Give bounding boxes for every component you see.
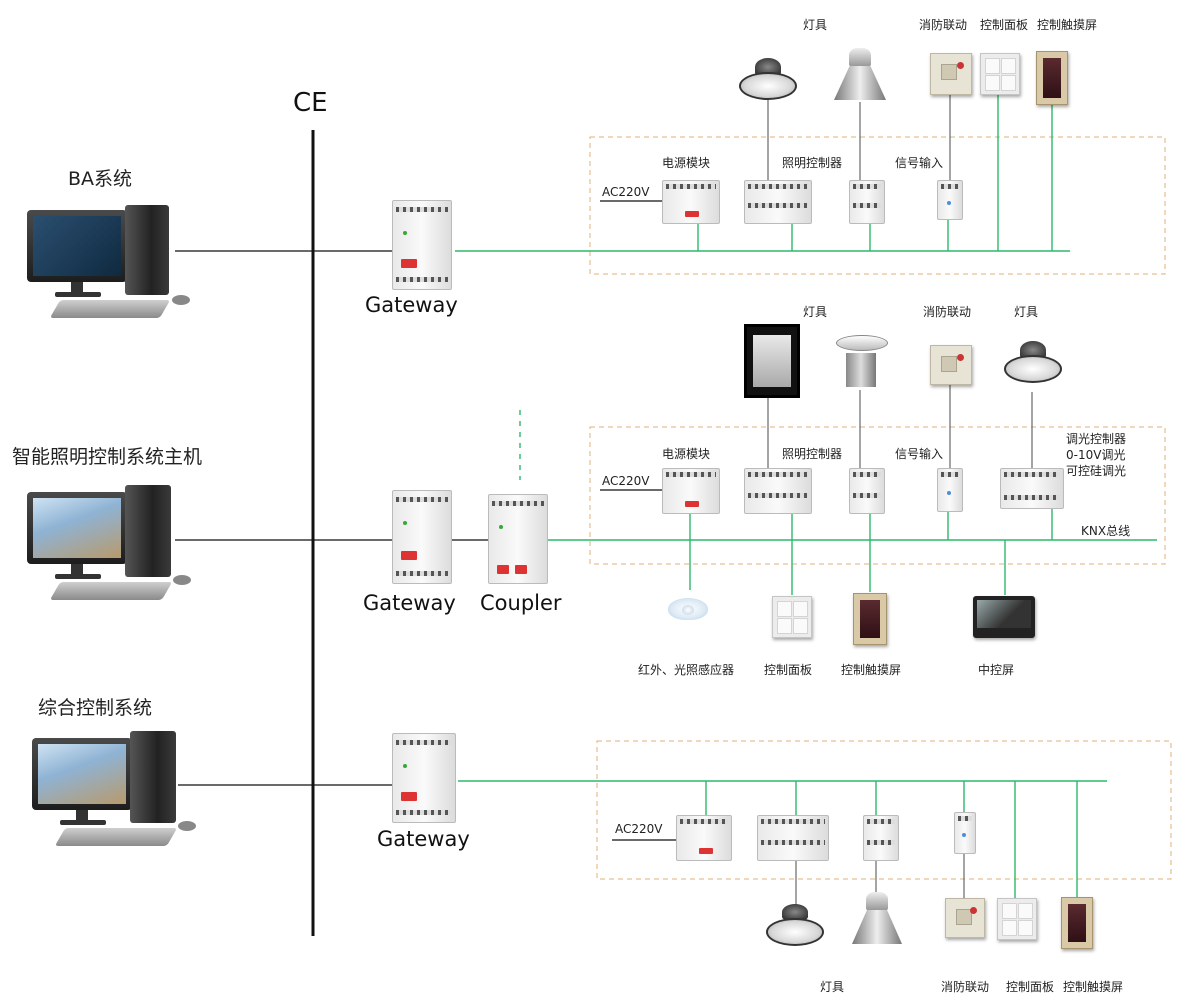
top-bell-lamp (834, 48, 886, 102)
bottom-power-module (676, 815, 732, 861)
bottom-fire-linkage (945, 898, 985, 938)
bottom-drops (795, 852, 965, 905)
top-ufo-lamp (737, 52, 799, 100)
top-fire-label: 消防联动 (919, 18, 968, 32)
top-ac-label: AC220V (602, 185, 650, 199)
bottom-lighting-controller-1 (757, 815, 829, 861)
bottom-lamp-label: 灯具 (820, 980, 845, 994)
middle-ac-label: AC220V (602, 474, 650, 488)
top-drops (767, 92, 951, 180)
ba-monitor (27, 210, 127, 282)
middle-lamp-label-2: 灯具 (1014, 305, 1039, 319)
middle-bus (519, 410, 1157, 595)
gateway-label-top: Gateway (365, 293, 458, 317)
top-lighting-controller-1 (744, 180, 812, 224)
ba-system-label: BA系统 (68, 168, 133, 190)
ba-mouse (172, 295, 190, 305)
middle-lighting-controller-2 (849, 468, 885, 514)
middle-high-bay-lamp (834, 333, 888, 389)
middle-lamp-label-1: 灯具 (803, 305, 828, 319)
integrated-computer (30, 728, 205, 858)
ba-keyboard (49, 300, 171, 318)
integrated-monitor (32, 738, 132, 810)
bottom-bell-lamp (852, 892, 902, 946)
middle-power-module (662, 468, 720, 514)
top-enclosure (589, 136, 1166, 275)
dimmer-line-1: 调光控制器 (1066, 432, 1127, 446)
integrated-system-label: 综合控制系统 (38, 697, 153, 719)
lighting-host-mouse (173, 575, 191, 585)
middle-ufo-lamp (1002, 337, 1064, 385)
integrated-mouse (178, 821, 196, 831)
middle-panel-label: 控制面板 (764, 663, 813, 677)
middle-control-panel (772, 596, 812, 638)
top-touch-label: 控制触摸屏 (1037, 18, 1098, 32)
ir-light-sensor (668, 598, 708, 620)
lighting-host-tower (125, 485, 171, 577)
middle-enclosure (589, 426, 1166, 565)
gateway-bottom (392, 733, 456, 823)
bottom-ac-label: AC220V (615, 822, 663, 836)
top-lighting-controller-2 (849, 180, 885, 224)
lighting-host-label: 智能照明控制系统主机 (12, 446, 203, 468)
middle-signal-input-label: 信号输入 (895, 447, 944, 461)
dimmer-controller-label: 调光控制器 0-10V调光 可控硅调光 (1066, 431, 1126, 479)
top-touch-screen (1036, 51, 1068, 105)
knx-bus-label: KNX总线 (1081, 524, 1131, 538)
middle-lighting-controller-1 (744, 468, 812, 514)
dimming-controller (1000, 468, 1064, 509)
top-lamp-label: 灯具 (803, 18, 828, 32)
bottom-signal-input (954, 812, 976, 854)
top-control-panel (980, 53, 1020, 95)
coupler (488, 494, 548, 584)
top-fire-linkage (930, 53, 972, 95)
gateway-label-middle: Gateway (363, 591, 456, 615)
dimmer-line-2: 0-10V调光 (1066, 448, 1126, 462)
dimmer-line-3: 可控硅调光 (1066, 464, 1127, 478)
top-lighting-controller-label: 照明控制器 (782, 156, 843, 170)
ba-tower (125, 205, 169, 295)
top-bus (455, 93, 1070, 252)
middle-fire-linkage (930, 345, 972, 385)
gateway-label-bottom: Gateway (377, 827, 470, 851)
coupler-label: Coupler (480, 591, 562, 615)
top-signal-input (937, 180, 963, 220)
bottom-bus (458, 780, 1107, 898)
bottom-panel-label: 控制面板 (1006, 980, 1055, 994)
middle-signal-input (937, 468, 963, 512)
ce-label: CE (293, 88, 328, 118)
middle-power-module-label: 电源模块 (662, 447, 711, 461)
sensor-label: 红外、光照感应器 (638, 663, 735, 677)
top-panel-label: 控制面板 (980, 18, 1029, 32)
integrated-tower (130, 731, 176, 823)
bottom-lighting-controller-2 (863, 815, 899, 861)
bottom-touch-label: 控制触摸屏 (1063, 980, 1124, 994)
lighting-host-computer (25, 482, 200, 612)
middle-flood-lamp (744, 324, 800, 398)
lighting-host-keyboard (49, 582, 173, 600)
bottom-ufo-lamp (764, 900, 826, 946)
middle-fire-label: 消防联动 (923, 305, 972, 319)
middle-touch-screen (853, 593, 887, 645)
top-power-module-label: 电源模块 (662, 156, 711, 170)
middle-touch-label: 控制触摸屏 (841, 663, 902, 677)
bottom-control-panel (997, 898, 1037, 940)
middle-drops (767, 382, 1033, 468)
bottom-enclosure (596, 740, 1172, 880)
ba-computer (25, 200, 200, 330)
bottom-fire-label: 消防联动 (941, 980, 990, 994)
central-screen-label: 中控屏 (978, 663, 1015, 677)
top-signal-input-label: 信号输入 (895, 156, 944, 170)
bottom-touch-screen (1061, 897, 1093, 949)
gateway-middle (392, 490, 452, 584)
top-power-module (662, 180, 720, 224)
lighting-host-monitor (27, 492, 127, 564)
central-control-screen (973, 596, 1035, 638)
integrated-keyboard (54, 828, 178, 846)
middle-lighting-controller-label: 照明控制器 (782, 447, 843, 461)
gateway-top (392, 200, 452, 290)
